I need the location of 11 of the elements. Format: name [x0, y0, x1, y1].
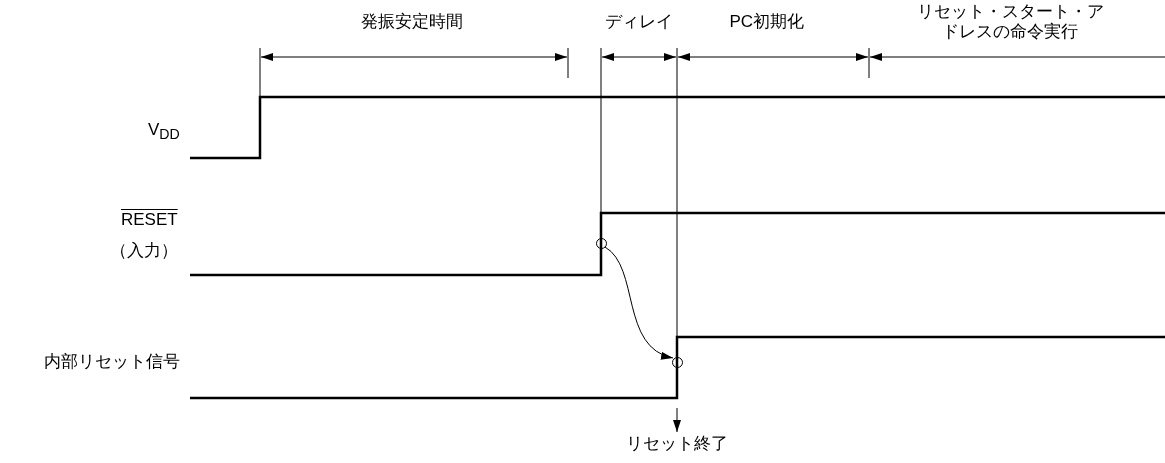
signal-name: （入力）	[110, 241, 178, 261]
signal-name: 内部リセット信号	[44, 352, 180, 372]
period-label: リセット・スタート・アドレスの命令実行	[915, 2, 1105, 42]
period-label: ディレイ	[605, 12, 673, 32]
end-label: リセット終了	[626, 434, 728, 454]
signal-name: V$_{DD}$	[148, 120, 180, 145]
period-label: PC初期化	[729, 12, 805, 32]
signal-name: RESET	[121, 210, 178, 230]
arrow	[604, 246, 674, 359]
period-label: 発振安定時間	[361, 12, 463, 32]
arrow	[673, 407, 681, 433]
